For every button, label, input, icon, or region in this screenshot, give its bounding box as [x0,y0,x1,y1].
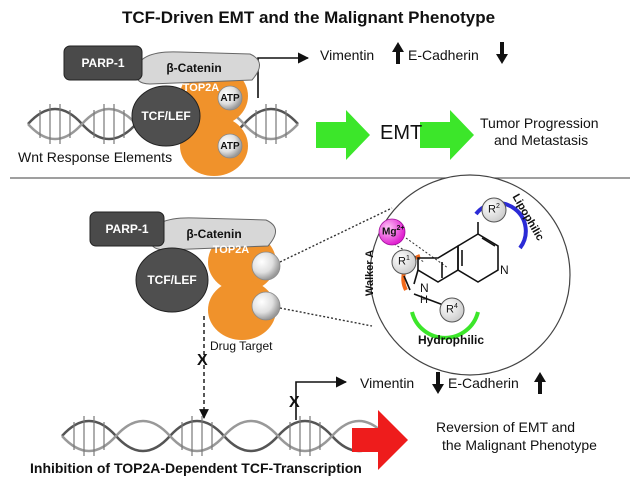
drug-target-label: Drug Target [210,339,273,353]
top2a-bottom-label: TOP2A [212,244,250,256]
down-arrow-icon [432,372,444,394]
parp1-bottom-shape [89,211,165,247]
beta-catenin-top-label: β-Catenin [166,61,222,75]
r1-text: R [398,255,406,268]
beta-catenin-top-shape [135,51,260,85]
r2-index: 2 [495,203,500,210]
tcf-lef-top-label: TCF/LEF [141,109,191,123]
parp1-top-shape [63,45,143,81]
amine-nitrogen: N [420,281,429,295]
hydrophilic-label: Hydrophilic [418,333,485,347]
atp-top-2: ATP [220,140,240,152]
top2a-top-label: TOP2A [182,82,220,94]
r4-group [439,297,465,323]
block-mark-1: X [197,352,208,369]
beta-catenin-bottom-label: β-Catenin [186,227,242,241]
transcription-start-arrow-top [257,52,310,98]
dna-helix-bottom [61,416,387,456]
atp-top-1: ATP [220,92,240,104]
r2-label: R2 [488,203,500,216]
vimentin-bottom: Vimentin [360,375,415,391]
down-arrow-icon [496,42,508,64]
ecadherin-bottom: E-Cadherin [448,375,519,391]
r4-text: R [446,303,454,316]
walker-a-label: Walker A [364,249,376,296]
wnt-label: Wnt Response Elements [18,149,173,165]
mg-text: Mg [382,226,397,238]
r1-index: 1 [405,255,410,262]
outcome-top-line2: and Metastasis [494,132,589,148]
green-arrow-1 [316,110,370,160]
tcf-lef-bottom-shape [135,247,209,313]
r1-label: R1 [398,255,410,268]
green-arrow-2 [420,110,474,160]
ring-nitrogen: N [500,263,509,277]
tcf-lef-top-shape [131,85,201,147]
amine-hydrogen: H [420,294,428,306]
outcome-bottom-line1: Reversion of EMT and [436,419,576,435]
tcf-lef-bottom-label: TCF/LEF [147,273,197,287]
up-arrow-icon [534,372,546,394]
block-mark-2: X [289,394,300,411]
parp1-top-label: PARP-1 [81,56,125,70]
r1-group [391,249,417,275]
r2-group [481,197,507,223]
top-title: TCF-Driven EMT and the Malignant Phenoty… [122,8,496,27]
r4-label: R4 [446,303,458,316]
r2-text: R [488,203,496,216]
emt-label: EMT [380,122,423,144]
beta-catenin-bottom-shape [149,217,276,251]
ecadherin-top: E-Cadherin [408,47,479,63]
outcome-bottom-line2: the Malignant Phenotype [442,437,597,453]
mg-ion [378,218,406,246]
outcome-top-line1: Tumor Progression [480,115,599,131]
transcription-start-arrow-bottom [295,376,348,420]
bottom-title: Inhibition of TOP2A-Dependent TCF-Transc… [30,460,362,476]
up-arrow-icon [392,42,404,64]
r4-index: 4 [453,303,458,310]
mg-charge: 2+ [396,225,405,232]
parp1-bottom-label: PARP-1 [105,222,149,236]
red-arrow [352,410,408,470]
vimentin-top: Vimentin [320,47,375,63]
mg-label: Mg2+ [382,225,404,237]
